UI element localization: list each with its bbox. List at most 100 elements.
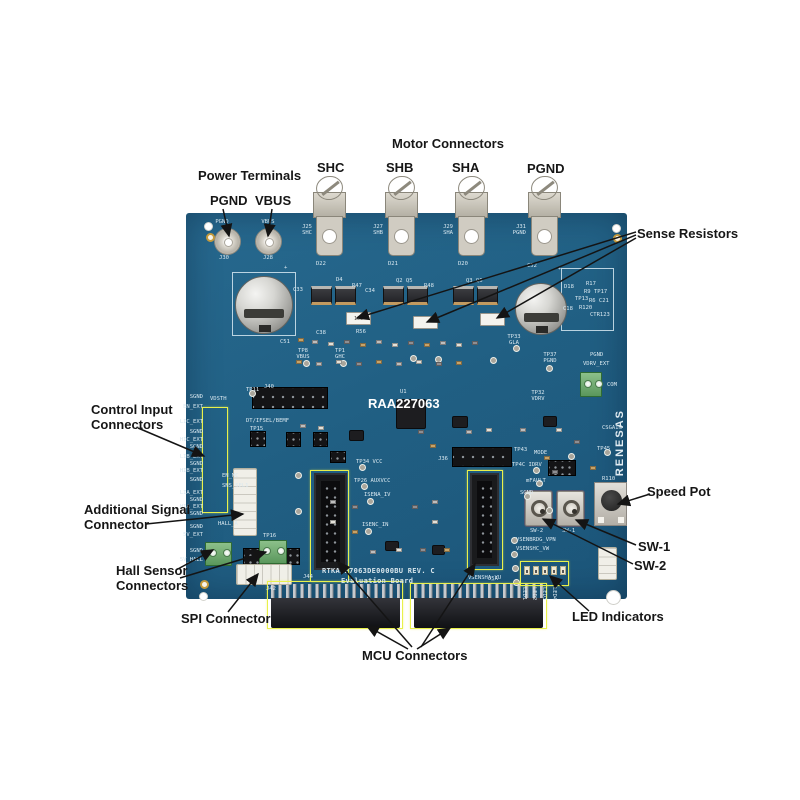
led-die: [535, 570, 537, 573]
pot-pad: [618, 517, 624, 523]
callout-line: Control Input: [91, 402, 173, 417]
screw-slot: [463, 180, 482, 196]
silkscreen-text: SGND: [189, 497, 203, 503]
electrolytic-capacitor: [235, 276, 293, 334]
silkscreen-text: C51: [280, 339, 290, 345]
callout-line: SHB: [386, 160, 414, 175]
passive-component: [318, 426, 324, 430]
lug-hole: [464, 229, 479, 244]
silkscreen-text: J36: [438, 456, 448, 462]
board-part-number: RTKA227063DE0000BU REV. C: [322, 567, 435, 575]
callout-sense-resistors: Sense Resistors: [637, 226, 738, 241]
header-slot: [477, 481, 492, 558]
silkscreen-text: SGND: [189, 461, 203, 467]
silkscreen-text: C33: [293, 287, 303, 293]
passive-component: [544, 456, 550, 460]
passive-component: [430, 444, 436, 448]
silkscreen-text: +: [558, 266, 562, 272]
silkscreen-text: SGND: [189, 511, 203, 517]
callout-line: SPI Connector: [181, 611, 271, 626]
silkscreen-text: VSENBRDG_VPN: [516, 537, 556, 543]
silkscreen-text: VDRV: [531, 396, 545, 402]
motor-lug: [385, 173, 418, 256]
passive-component: [300, 424, 306, 428]
callout-line: Motor Connectors: [392, 136, 504, 151]
led: [542, 566, 548, 575]
white-connector: [598, 547, 617, 580]
silkscreen-text: C34: [365, 288, 375, 294]
passive-component: [472, 341, 478, 345]
led: [560, 566, 566, 575]
silkscreen-text: SGND: [189, 524, 203, 530]
silkscreen-text: SGND: [189, 444, 203, 450]
callout-line: Connectors: [116, 578, 189, 593]
led-die: [553, 570, 555, 573]
callout-line: VBUS: [255, 193, 292, 208]
silkscreen-text: SGND: [189, 477, 203, 483]
test-point: [303, 360, 310, 367]
silkscreen-text: PGND: [215, 219, 229, 225]
passive-component: [356, 362, 362, 366]
silkscreen-text: SGND: [189, 548, 203, 554]
silkscreen-text: R48: [424, 283, 434, 289]
terminal-hole: [222, 549, 231, 557]
screw-slot: [393, 180, 412, 196]
passive-component: [376, 360, 382, 364]
passive-component: [312, 340, 318, 344]
silkscreen-text: SW-1: [562, 528, 576, 534]
callout-line: PGND: [527, 161, 565, 176]
callout-line: Connectors: [91, 417, 164, 432]
silkscreen-text: C38: [316, 330, 326, 336]
test-point: [513, 345, 520, 352]
silkscreen-text: HIC_EXT: [179, 437, 203, 443]
passive-component: [330, 520, 336, 524]
led-die: [562, 570, 564, 573]
silkscreen-text: VBUS: [296, 354, 310, 360]
passive-component: [392, 343, 398, 347]
silkscreen-text: U1: [400, 389, 407, 395]
callout-mcu-connectors: MCU Connectors: [362, 648, 467, 663]
sense-resistor: [480, 313, 505, 326]
passive-component: [408, 341, 414, 345]
silkscreen-text: TP1: [335, 348, 345, 354]
callout-line: PGND: [210, 193, 248, 208]
test-point: [249, 390, 256, 397]
ic-chip: [349, 430, 364, 441]
jumper-header: [313, 432, 328, 447]
terminal-hole: [209, 549, 217, 557]
silkscreen-text: J27: [373, 224, 383, 230]
passive-component: [552, 470, 558, 474]
highlight-box: [202, 407, 228, 513]
terminal-hole: [263, 547, 271, 555]
passive-component: [412, 505, 418, 509]
motor-lug: [313, 173, 346, 256]
silkscreen-text: D21: [388, 261, 398, 267]
jumper-header: [286, 432, 301, 447]
silkscreen-text: PGND: [512, 230, 526, 236]
test-point: [524, 493, 531, 500]
lug-hole: [394, 229, 409, 244]
silkscreen-text: R9: [584, 289, 591, 295]
test-point: [295, 508, 302, 515]
silkscreen-text: SHA: [443, 230, 453, 236]
silkscreen-text: LED1: [521, 587, 527, 601]
test-point: [533, 467, 540, 474]
passive-component: [396, 548, 402, 552]
renesas-logo: RENESAS: [609, 400, 631, 486]
pin-header: [452, 447, 512, 467]
callout-line: Connector: [84, 517, 149, 532]
silkscreen-text: SNS_SEL1: [222, 483, 249, 489]
button-cap: [530, 500, 548, 517]
test-point: [361, 483, 368, 490]
pot-knob: [600, 490, 622, 511]
cap-notch: [259, 325, 271, 332]
silkscreen-text: VSENSHC_VW: [516, 546, 550, 552]
silkscreen-text: SGND: [189, 394, 203, 400]
passive-component: [444, 548, 450, 552]
callout-line: Speed Pot: [647, 484, 711, 499]
terminal-hole: [224, 238, 233, 247]
ic-chip: [543, 416, 557, 427]
callout-arrow: [416, 627, 452, 650]
fiducial-hole: [612, 224, 621, 233]
